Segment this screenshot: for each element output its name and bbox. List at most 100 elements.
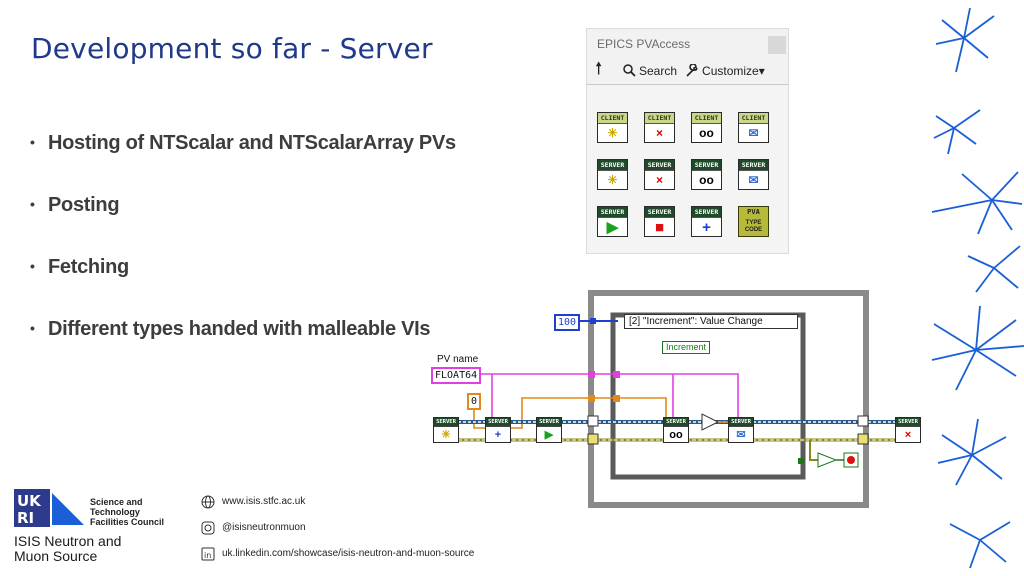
vi-header: SERVER <box>598 207 627 218</box>
chevron-down-icon: ▾ <box>758 63 765 78</box>
brand-line: Muon Source <box>14 548 98 564</box>
stop-icon: ■ <box>654 218 665 236</box>
play-icon: ▶ <box>606 219 619 236</box>
website-text: www.isis.stfc.ac.uk <box>222 496 306 507</box>
glasses-icon: oo <box>699 126 714 140</box>
bullet-item: •Hosting of NTScalar and NTScalarArray P… <box>30 132 456 154</box>
org-line: Technology <box>90 507 140 517</box>
node-header: SERVER <box>537 418 561 427</box>
linkedin-icon: in <box>200 546 215 561</box>
bullet-text: Different types handed with malleable VI… <box>48 318 431 340</box>
server-write-node[interactable]: SERVER ✉ <box>728 417 754 443</box>
close-icon: × <box>655 126 663 140</box>
server-create-vi[interactable]: SERVER ✳ <box>597 159 628 190</box>
client-close-vi[interactable]: CLIENT× <box>644 112 675 143</box>
bullet-text: Fetching <box>48 256 129 278</box>
server-start-vi[interactable]: SERVER▶ <box>597 206 628 237</box>
svg-text:in: in <box>204 551 211 560</box>
vi-header: CLIENT <box>739 113 768 124</box>
server-add-pv-node[interactable]: SERVER+ <box>485 417 511 443</box>
server-stop-vi[interactable]: SERVER■ <box>644 206 675 237</box>
palette-close-button[interactable] <box>768 36 786 54</box>
wrench-icon <box>686 63 698 77</box>
decorative-starburst-graphic <box>931 7 1024 569</box>
bullet-text: Hosting of NTScalar and NTScalarArray PV… <box>48 132 456 154</box>
vi-header: PVA <box>739 207 768 218</box>
close-icon: × <box>655 173 663 187</box>
play-icon: ▶ <box>544 429 554 441</box>
starburst-icon: ✳ <box>441 429 451 441</box>
palette-toolbar: 🠕 Search Customize▾ <box>587 57 788 85</box>
vi-header: CLIENT <box>692 113 721 124</box>
vi-header: SERVER <box>645 160 674 171</box>
pva-sub-label: TYPE <box>745 220 762 226</box>
svg-text:RI: RI <box>17 509 34 527</box>
vi-header: SERVER <box>739 160 768 171</box>
search-label: Search <box>639 63 678 78</box>
vi-header: SERVER <box>645 207 674 218</box>
plus-icon: + <box>494 428 502 441</box>
server-start-node[interactable]: SERVER ▶ <box>536 417 562 443</box>
node-header: SERVER <box>664 418 688 427</box>
linkedin-link[interactable]: in uk.linkedin.com/showcase/isis-neutron… <box>200 546 474 561</box>
envelope-icon: ✉ <box>748 173 759 187</box>
event-case-selector[interactable]: [2] "Increment": Value Change <box>624 314 798 329</box>
bullet-item: •Fetching <box>30 256 129 278</box>
org-line: Science and <box>90 497 143 507</box>
brand-line: ISIS Neutron and <box>14 533 122 549</box>
vi-header: SERVER <box>598 160 627 171</box>
client-create-vi[interactable]: CLIENT✳ <box>597 112 628 143</box>
bullet-item: •Different types handed with malleable V… <box>30 318 431 340</box>
vi-header: SERVER <box>692 160 721 171</box>
close-icon: × <box>904 428 912 441</box>
org-line: Facilities Council <box>90 517 165 527</box>
website-link[interactable]: www.isis.stfc.ac.uk <box>200 494 305 509</box>
glasses-icon: oo <box>699 173 714 187</box>
server-add-pv-vi[interactable]: SERVER+ <box>691 206 722 237</box>
bullet-text: Posting <box>48 194 120 216</box>
starburst-icon: ✳ <box>607 173 618 187</box>
up-arrow-icon[interactable]: 🠕 <box>595 59 603 78</box>
pv-name-constant[interactable]: FLOAT64 <box>431 367 482 384</box>
organisation-name: Science and Technology Facilities Counci… <box>90 497 164 527</box>
instagram-icon <box>200 520 215 535</box>
instagram-link[interactable]: @isisneutronmuon <box>200 520 306 535</box>
brand-name: ISIS Neutron and Muon Source <box>14 534 121 564</box>
search-button[interactable]: Search <box>623 64 677 78</box>
slide-title: Development so far - Server <box>31 32 433 65</box>
server-write-vi[interactable]: SERVER ✉ <box>738 159 769 190</box>
node-header: SERVER <box>896 418 920 427</box>
ukri-logo: UK RI <box>14 489 84 527</box>
server-close-vi[interactable]: SERVER × <box>644 159 675 190</box>
node-header: SERVER <box>729 418 753 427</box>
envelope-icon: ✉ <box>736 429 746 441</box>
timeout-constant[interactable]: 100 <box>554 314 581 331</box>
search-icon <box>623 64 636 77</box>
customize-button[interactable]: Customize▾ <box>685 63 765 78</box>
linkedin-text: uk.linkedin.com/showcase/isis-neutron-an… <box>222 548 475 559</box>
client-write-vi[interactable]: CLIENT ✉ <box>738 112 769 143</box>
instagram-text: @isisneutronmuon <box>222 522 306 533</box>
server-read-vi[interactable]: SERVER oo <box>691 159 722 190</box>
svg-text:UK: UK <box>17 492 42 510</box>
plus-icon: + <box>702 218 711 236</box>
envelope-icon: ✉ <box>748 126 759 140</box>
increment-terminal[interactable]: Increment <box>662 341 711 354</box>
vi-header: SERVER <box>692 207 721 218</box>
server-create-node[interactable]: SERVER ✳ <box>433 417 459 443</box>
node-header: SERVER <box>486 418 510 427</box>
node-header: SERVER <box>434 418 458 427</box>
palette-title: EPICS PVAccess <box>597 37 691 51</box>
initial-value-constant[interactable]: 0 <box>467 393 482 410</box>
block-diagram: 100 [2] "Increment": Value Change Increm… <box>430 288 924 510</box>
vi-header: CLIENT <box>598 113 627 124</box>
client-read-vi[interactable]: CLIENT oo <box>691 112 722 143</box>
diagram-wires <box>458 290 896 508</box>
customize-label: Customize <box>702 63 759 78</box>
pva-sub-label: CODE <box>744 227 763 233</box>
increment-label: Increment <box>666 342 707 352</box>
server-close-node[interactable]: SERVER× <box>895 417 921 443</box>
